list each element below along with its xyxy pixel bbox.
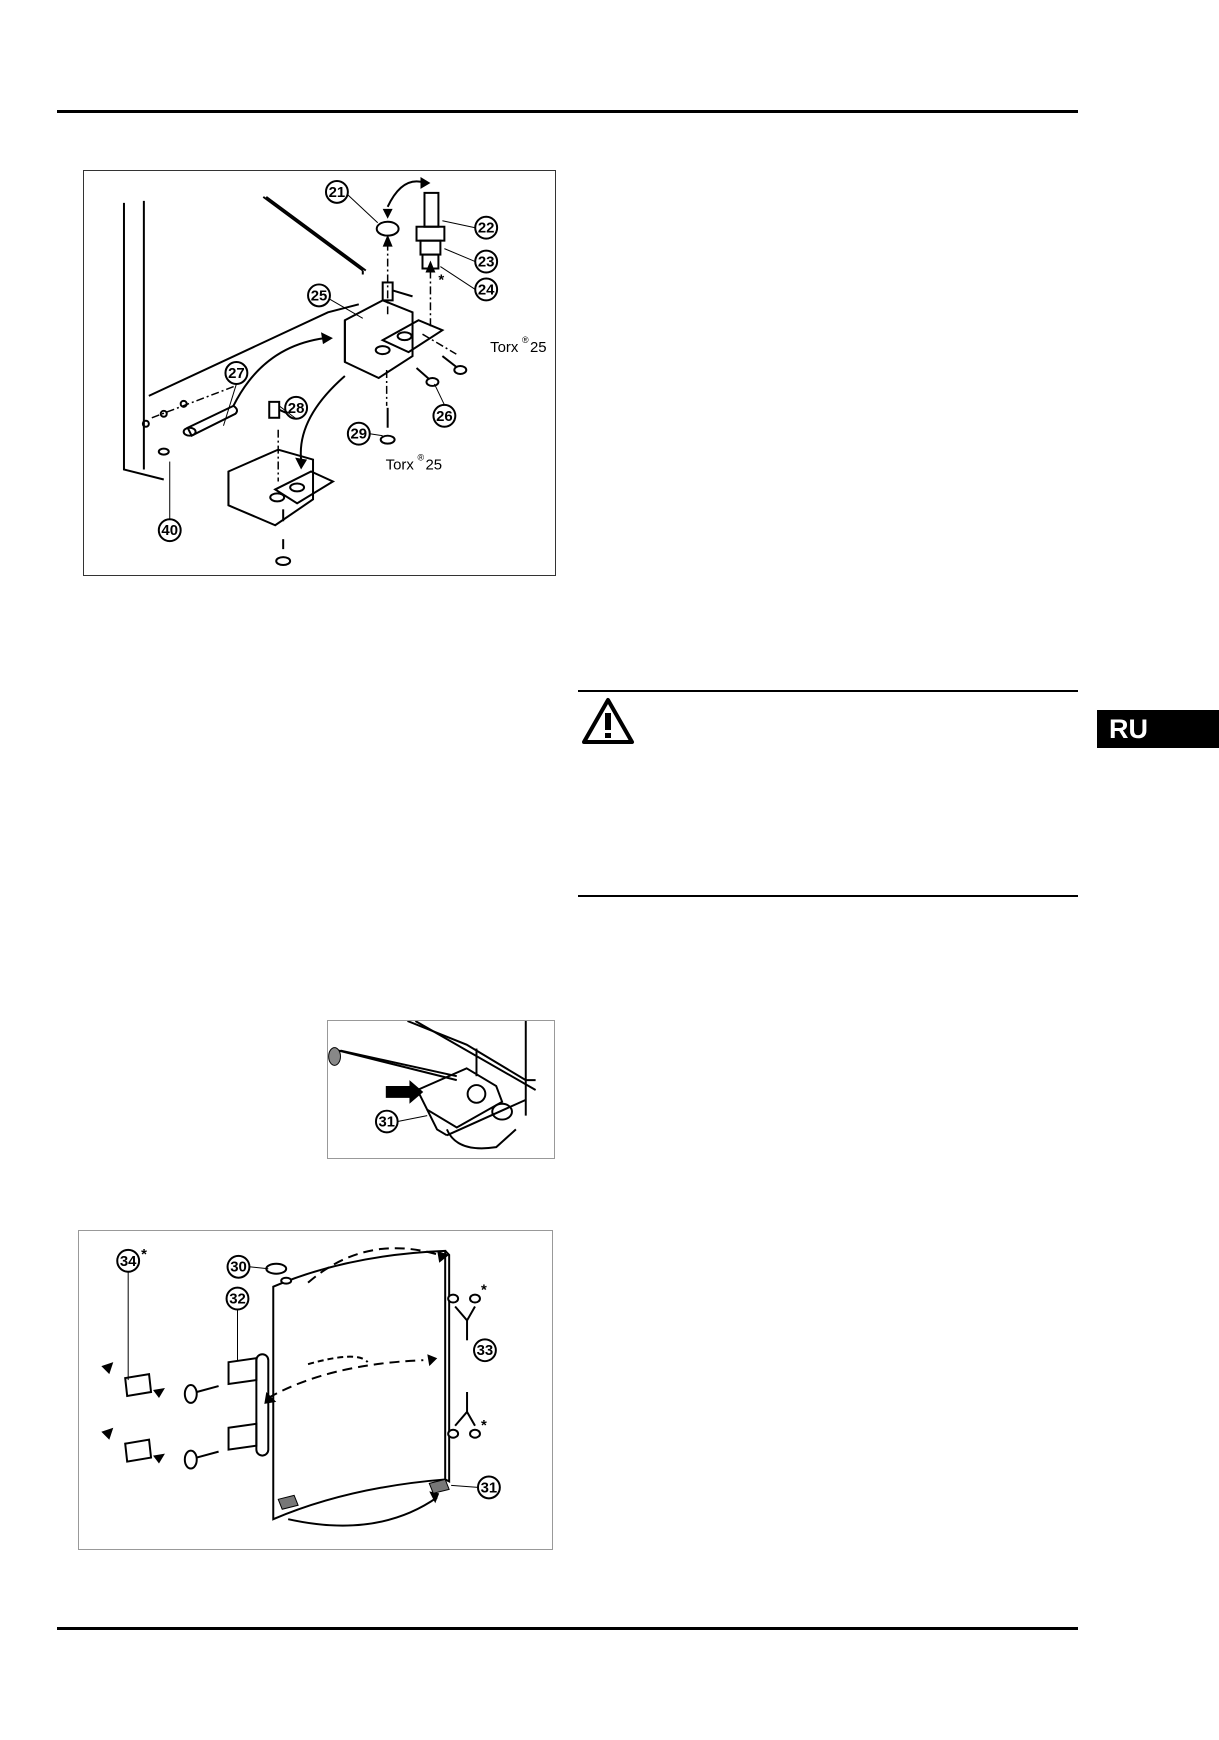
registered-mark-upper: ®	[522, 335, 529, 345]
asterisk-33-lower: *	[481, 1418, 487, 1434]
callout-29: 29	[351, 426, 368, 443]
warning-top-rule	[578, 690, 1078, 692]
callout-22: 22	[478, 220, 495, 237]
header-rule	[57, 110, 1078, 113]
callout-34: 34	[120, 1254, 137, 1270]
language-tab: RU	[1097, 710, 1219, 748]
torx-label-lower: Torx	[386, 457, 415, 474]
asterisk-34: *	[141, 1247, 147, 1263]
callout-28: 28	[288, 400, 305, 417]
callout-33: 33	[477, 1343, 494, 1359]
callout-23: 23	[478, 254, 495, 271]
hinge-illustration: 21 22 23 24 25 26 27 28 29 40 * Torx ® 2…	[122, 176, 547, 567]
torx-size-lower: 25	[425, 457, 442, 474]
asterisk-mark: *	[438, 271, 444, 288]
callout-32: 32	[229, 1292, 246, 1308]
torx-label-upper: Torx	[490, 339, 519, 356]
callout-31-door: 31	[481, 1480, 498, 1496]
registered-mark-lower: ®	[418, 453, 425, 463]
callout-31-clip: 31	[379, 1114, 395, 1130]
figure-door-handle: 34 30 32 33 31 * * *	[78, 1230, 553, 1550]
door-illustration: 34 30 32 33 31 * * *	[101, 1247, 501, 1527]
callout-26: 26	[436, 408, 453, 425]
footer-rule	[57, 1627, 1078, 1630]
figure-clip-removal: 31	[327, 1020, 555, 1159]
clip-illustration: 31	[328, 1021, 537, 1150]
warning-bottom-rule	[578, 895, 1078, 897]
callout-30: 30	[230, 1260, 247, 1276]
torx-size-upper: 25	[530, 339, 547, 356]
callout-24: 24	[478, 281, 495, 298]
asterisk-33-upper: *	[481, 1283, 487, 1299]
callout-21: 21	[329, 184, 346, 201]
figure-hinge-assembly: 21 22 23 24 25 26 27 28 29 40 * Torx ® 2…	[83, 170, 556, 576]
callout-40: 40	[161, 522, 178, 539]
callout-27: 27	[228, 365, 245, 382]
warning-triangle-icon	[582, 698, 634, 744]
callout-25: 25	[311, 287, 328, 304]
